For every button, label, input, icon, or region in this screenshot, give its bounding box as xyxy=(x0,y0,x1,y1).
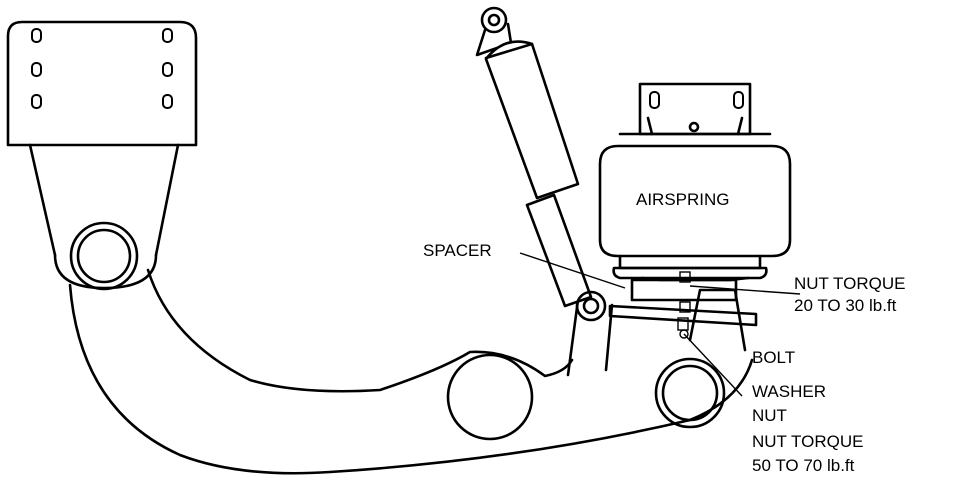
shock-absorber xyxy=(475,6,607,322)
airspring-label: AIRSPRING xyxy=(636,190,730,209)
bolt-label: BOLT xyxy=(752,348,796,367)
airspring xyxy=(598,82,792,282)
washer-label: WASHER xyxy=(752,382,826,401)
nut-torque-lower-value: 50 TO 70 lb.ft xyxy=(752,456,855,475)
nut-torque-upper-label: NUT TORQUE xyxy=(794,274,906,293)
spacer-label: SPACER xyxy=(423,241,492,260)
nut-torque-upper-value: 20 TO 30 lb.ft xyxy=(794,296,897,315)
spacer-and-plate xyxy=(608,271,758,339)
nut-label: NUT xyxy=(752,406,787,425)
leader-lines xyxy=(519,252,801,397)
nut-torque-lower-label: NUT TORQUE xyxy=(752,432,864,451)
trailing-arm xyxy=(68,221,754,475)
frame-hanger-bracket xyxy=(6,20,198,290)
